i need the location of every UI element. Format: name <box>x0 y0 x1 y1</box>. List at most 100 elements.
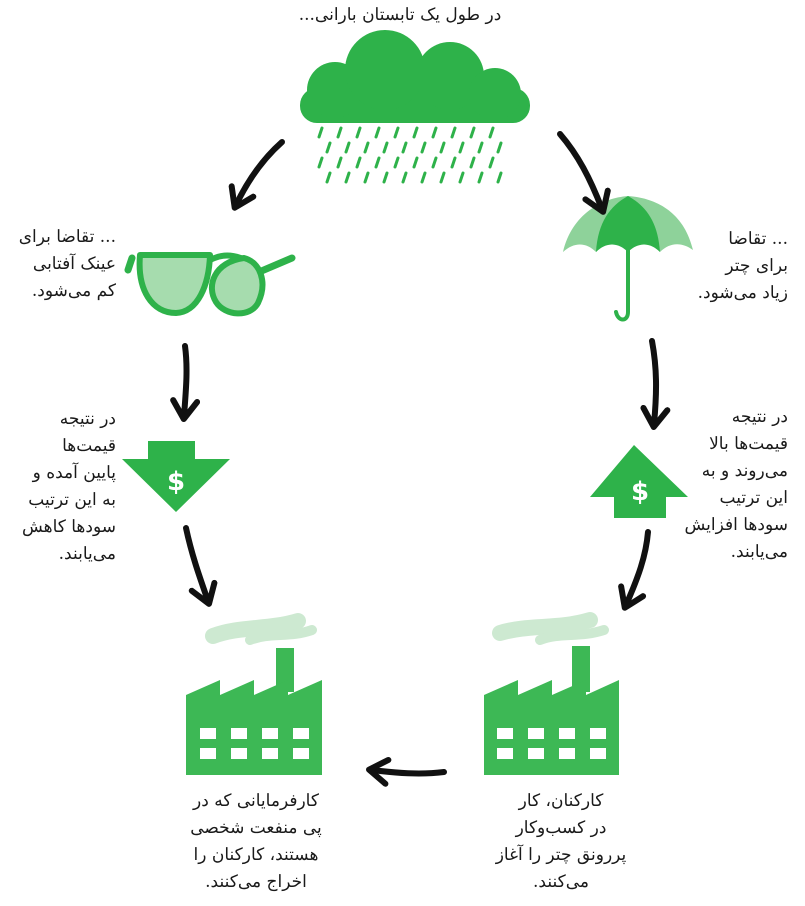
rain-drop <box>325 141 332 154</box>
rain-drop <box>420 171 427 184</box>
text-line: پایین آمده و <box>32 463 116 483</box>
factory-window <box>559 728 575 739</box>
rain-drop <box>420 141 427 154</box>
factory-window <box>590 748 606 759</box>
text-line: قیمت‌ها بالا <box>709 434 788 454</box>
rain-drop <box>401 141 408 154</box>
text-line: کارکنان، کار <box>518 791 604 811</box>
rain-drop <box>412 126 419 139</box>
factory-window <box>262 728 278 739</box>
sunglasses-icon <box>124 252 296 317</box>
factory-window <box>231 728 247 739</box>
factory-icon <box>186 613 322 775</box>
rain-cloud-icon <box>300 30 530 184</box>
cycle-arrows <box>170 131 671 787</box>
factory-window <box>200 728 216 739</box>
text-line: زیاد می‌شود. <box>697 283 788 303</box>
text-line: می‌یابند. <box>730 542 788 562</box>
text-line: پی منفعت شخصی <box>190 818 322 838</box>
text-line: اخراج می‌کنند. <box>205 872 307 892</box>
rain-drop <box>488 156 495 169</box>
factory-window <box>497 748 513 759</box>
svg-text:$: $ <box>167 467 185 497</box>
arrow-price-to-right-factory <box>618 529 651 611</box>
rain-drop <box>496 171 503 184</box>
factory-window <box>293 728 309 739</box>
rain-drop <box>382 171 389 184</box>
sunglasses-demand-text: ... تقاضا برای عینک آفتابی کم می‌شود. <box>8 224 116 305</box>
rain-drop <box>374 156 381 169</box>
umbrella-demand-text: ... تقاضا برای چتر زیاد می‌شود. <box>688 226 788 307</box>
rain-drop <box>458 171 465 184</box>
arrow-sunglasses-to-price <box>170 343 201 422</box>
rain-drop <box>317 126 324 139</box>
text-line: سودها کاهش <box>21 517 116 537</box>
rain-drop <box>431 126 438 139</box>
dollar-up-arrow-icon: $ <box>590 445 688 518</box>
text-line: قیمت‌ها <box>62 436 116 456</box>
text-line: کم می‌شود. <box>31 281 116 301</box>
rain-drop <box>344 141 351 154</box>
text-line: هستند، کارکنان را <box>193 845 319 865</box>
factory-window <box>590 728 606 739</box>
rain-drop <box>344 171 351 184</box>
rain-drop <box>450 126 457 139</box>
rain-drop <box>374 126 381 139</box>
rain-drop <box>393 156 400 169</box>
rain-drop <box>336 156 343 169</box>
arrow-price-to-left-factory <box>183 525 218 607</box>
rain-drop <box>458 141 465 154</box>
text-line: برای چتر <box>725 256 788 276</box>
svg-text:$: $ <box>631 477 649 507</box>
rain-drop <box>477 141 484 154</box>
text-line: می‌یابند. <box>58 544 116 564</box>
arrow-umbrella-to-price <box>640 338 671 430</box>
factory-window <box>497 728 513 739</box>
rain-drop <box>401 171 408 184</box>
rain-drop <box>336 126 343 139</box>
arrow-cloud-to-sunglasses <box>228 139 285 211</box>
text-line: سودها افزایش <box>684 515 788 535</box>
diagram-title: در طول یک تابستان بارانی... <box>298 5 502 25</box>
text-line: در کسب‌وکار <box>515 818 607 838</box>
dollar-down-arrow-icon: $ <box>122 441 230 512</box>
rain-drop <box>393 126 400 139</box>
factory-window <box>231 748 247 759</box>
rain-drop <box>317 156 324 169</box>
rain-drop <box>382 141 389 154</box>
arrow-cloud-to-umbrella <box>557 131 611 215</box>
umbrella-icon <box>563 196 693 322</box>
rain-drop <box>469 126 476 139</box>
rain-drop <box>496 141 503 154</box>
text-line: کارفرمایانی که در <box>193 791 319 811</box>
rain-drop <box>355 156 362 169</box>
rain-drop <box>363 171 370 184</box>
rain-drop <box>439 141 446 154</box>
rain-drop <box>477 171 484 184</box>
rain-drop <box>469 156 476 169</box>
factory-left-text: کارفرمایانی که در پی منفعت شخصی هستند، ک… <box>172 788 340 896</box>
text-line: این ترتیب <box>719 488 788 508</box>
text-line: ... تقاضا برای <box>18 227 116 247</box>
text-line: در نتیجه <box>731 407 788 427</box>
factory-window <box>262 748 278 759</box>
factory-window <box>293 748 309 759</box>
text-line: می‌کنند. <box>533 872 589 892</box>
factory-window <box>559 748 575 759</box>
factory-right-text: کارکنان، کار در کسب‌وکار پررونق چتر را آ… <box>476 788 646 896</box>
rain-drop <box>325 171 332 184</box>
rain-drop <box>439 171 446 184</box>
text-line: پررونق چتر را آغاز <box>495 845 627 865</box>
price-up-text: در نتیجه قیمت‌ها بالا می‌روند و به این ت… <box>672 404 788 566</box>
rain-drop <box>431 156 438 169</box>
rain-drop <box>412 156 419 169</box>
factory-icon <box>484 612 619 775</box>
price-down-text: در نتیجه قیمت‌ها پایین آمده و به این ترت… <box>4 406 116 568</box>
text-line: در نتیجه <box>59 409 116 429</box>
rain-drop <box>488 126 495 139</box>
factory-window <box>200 748 216 759</box>
text-line: به این ترتیب <box>28 490 116 510</box>
factory-window <box>528 748 544 759</box>
